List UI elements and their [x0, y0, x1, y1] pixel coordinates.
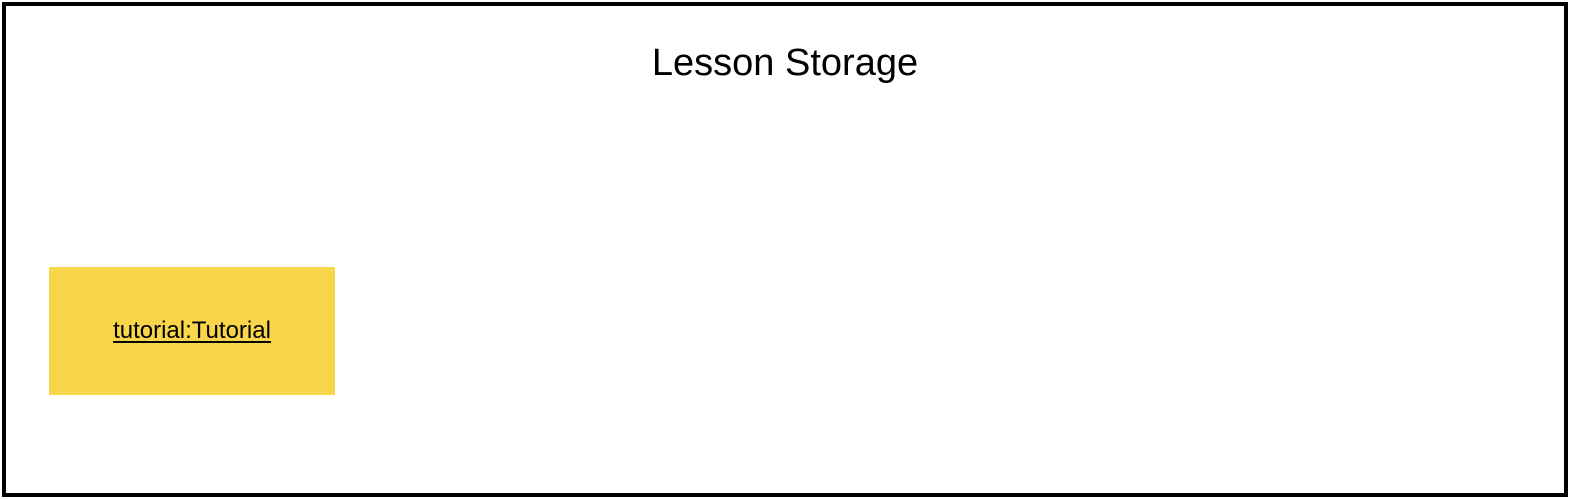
object-label-tutorial: tutorial:Tutorial [113, 317, 271, 344]
diagram-title: Lesson Storage [651, 42, 919, 84]
object-box-tutorial: tutorial:Tutorial [49, 267, 335, 395]
